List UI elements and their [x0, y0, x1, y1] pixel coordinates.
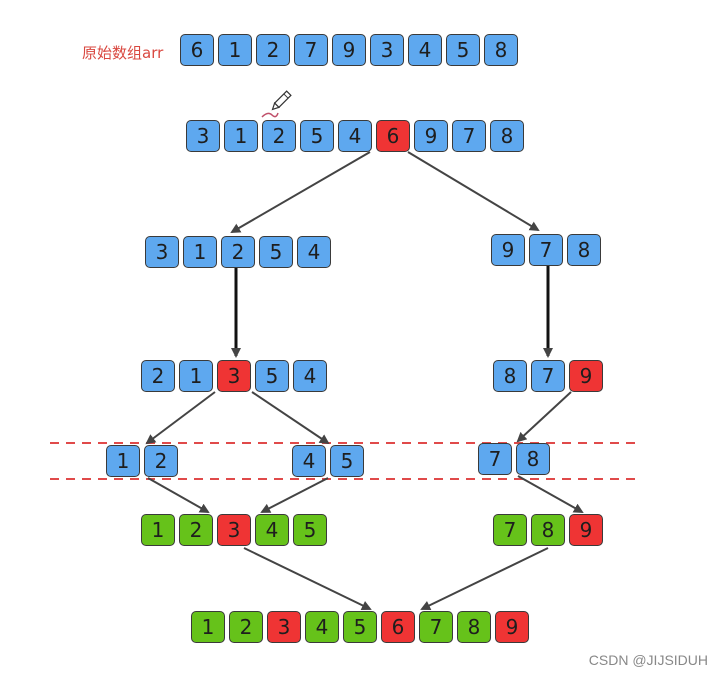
final-cell: 5 — [343, 611, 377, 643]
original-cell: 3 — [370, 34, 404, 66]
pivot-1-cell: 9 — [414, 120, 448, 152]
final-cell: 4 — [305, 611, 339, 643]
right-2-cell: 7 — [531, 360, 565, 392]
merged-left-cell: 4 — [255, 514, 289, 546]
right-2-cell: 8 — [493, 360, 527, 392]
original-cell: 4 — [408, 34, 442, 66]
flow-arrow — [147, 477, 210, 513]
leaf-c-cell: 7 — [478, 443, 512, 475]
final-cell: 8 — [457, 611, 491, 643]
flow-arrow — [145, 391, 216, 445]
final-cell: 6 — [381, 611, 415, 643]
right-2-cell: 9 — [569, 360, 603, 392]
original-cell: 7 — [294, 34, 328, 66]
pivot-1-cell: 2 — [262, 120, 296, 152]
merged-right-cell: 9 — [569, 514, 603, 546]
final-cell: 7 — [419, 611, 453, 643]
flow-arrow — [420, 547, 549, 611]
final-cell: 2 — [229, 611, 263, 643]
merged-left-cell: 3 — [217, 514, 251, 546]
pivot-1-cell: 8 — [490, 120, 524, 152]
right-1-cell: 9 — [491, 234, 525, 266]
merged-left-cell: 2 — [179, 514, 213, 546]
final-cell: 9 — [495, 611, 529, 643]
pencil-cursor-icon — [271, 90, 292, 111]
original-cell: 9 — [332, 34, 366, 66]
cursor-trail-mark — [261, 112, 279, 118]
watermark: CSDN @JIJSIDUH — [588, 652, 708, 668]
pivot-1-cell: 5 — [300, 120, 334, 152]
left-1-cell: 4 — [297, 236, 331, 268]
flow-arrow — [517, 475, 584, 513]
merged-left-cell: 1 — [141, 514, 175, 546]
arrow-group — [145, 151, 584, 611]
left-2-cell: 1 — [179, 360, 213, 392]
left-2-cell: 4 — [293, 360, 327, 392]
left-1-cell: 2 — [221, 236, 255, 268]
original-cell: 2 — [256, 34, 290, 66]
final-cell: 3 — [267, 611, 301, 643]
pivot-1-cell: 7 — [452, 120, 486, 152]
left-1-cell: 3 — [145, 236, 179, 268]
flow-arrow — [251, 391, 330, 445]
pivot-1-cell: 1 — [224, 120, 258, 152]
pivot-1-cell: 6 — [376, 120, 410, 152]
left-1-cell: 5 — [259, 236, 293, 268]
merged-left-cell: 5 — [293, 514, 327, 546]
pivot-1-cell: 3 — [186, 120, 220, 152]
original-cell: 8 — [484, 34, 518, 66]
flow-arrow — [516, 391, 572, 443]
pivot-1-cell: 4 — [338, 120, 372, 152]
array-title: 原始数组arr — [82, 44, 164, 62]
leaf-a-cell: 2 — [144, 445, 178, 477]
final-cell: 1 — [191, 611, 225, 643]
leaf-c-cell: 8 — [516, 443, 550, 475]
right-1-cell: 7 — [529, 234, 563, 266]
original-cell: 6 — [180, 34, 214, 66]
left-2-cell: 5 — [255, 360, 289, 392]
merged-right-cell: 7 — [493, 514, 527, 546]
flow-arrow — [243, 547, 372, 611]
flow-arrow — [230, 151, 371, 234]
left-2-cell: 2 — [141, 360, 175, 392]
left-1-cell: 1 — [183, 236, 217, 268]
original-cell: 1 — [218, 34, 252, 66]
leaf-a-cell: 1 — [106, 445, 140, 477]
merged-right-cell: 8 — [531, 514, 565, 546]
flow-arrow — [260, 477, 329, 513]
flow-arrow — [407, 151, 540, 232]
leaf-b-cell: 5 — [330, 445, 364, 477]
left-2-cell: 3 — [217, 360, 251, 392]
original-cell: 5 — [446, 34, 480, 66]
right-1-cell: 8 — [567, 234, 601, 266]
leaf-b-cell: 4 — [292, 445, 326, 477]
